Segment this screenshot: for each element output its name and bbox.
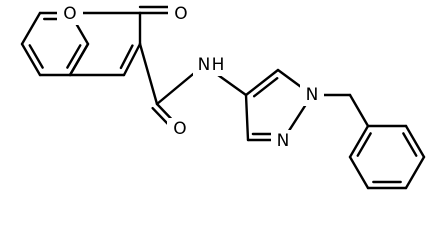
amide-oxygen-label-bg <box>167 118 193 140</box>
bond-ph-5-double <box>402 132 418 157</box>
bond-ch2-ph <box>348 93 370 128</box>
carbonyl-oxygen-label-bg <box>168 3 194 25</box>
amide-nitrogen-label: N <box>198 55 211 75</box>
pyrazole-n1-label: N <box>306 85 319 105</box>
bond-c3-amide <box>138 42 159 106</box>
bond-pz-c4-c5-double <box>252 77 279 98</box>
bond-fusion <box>68 42 90 77</box>
bond-pz-c4-c5 <box>244 68 280 97</box>
amide-hydrogen-label: H <box>212 55 225 75</box>
amide-oxygen-label: O <box>173 119 186 139</box>
bond-ph-5 <box>404 124 426 159</box>
bond-benzo-6 <box>20 11 42 46</box>
atom-label-layer: O O O N H N N <box>57 3 324 152</box>
bond-layer <box>20 5 426 190</box>
pyrazole-n1-label-bg <box>300 84 324 106</box>
bond-benzo-3-double <box>66 44 82 69</box>
bond-ph-4 <box>404 155 426 190</box>
ring-oxygen-label: O <box>63 4 76 24</box>
bond-c3-c4-double <box>119 44 134 70</box>
bond-ph-1 <box>348 124 370 159</box>
ring-oxygen-label-bg <box>57 3 83 25</box>
carbonyl-oxygen-label: O <box>174 4 187 24</box>
bond-benzo-5 <box>20 42 42 77</box>
molecule-diagram: O O O N H N N <box>20 3 426 190</box>
bond-c3-c4 <box>122 42 142 77</box>
pyrazole-n2-label: N <box>277 131 290 151</box>
amide-nh-label-bg <box>193 54 229 76</box>
bond-pz-c3-c4 <box>244 93 250 142</box>
bond-ph-2 <box>348 155 370 190</box>
pyrazole-n2-label-bg <box>271 130 295 152</box>
bond-ph-1-double <box>356 132 372 157</box>
bond-benzo-5-double <box>28 44 44 69</box>
